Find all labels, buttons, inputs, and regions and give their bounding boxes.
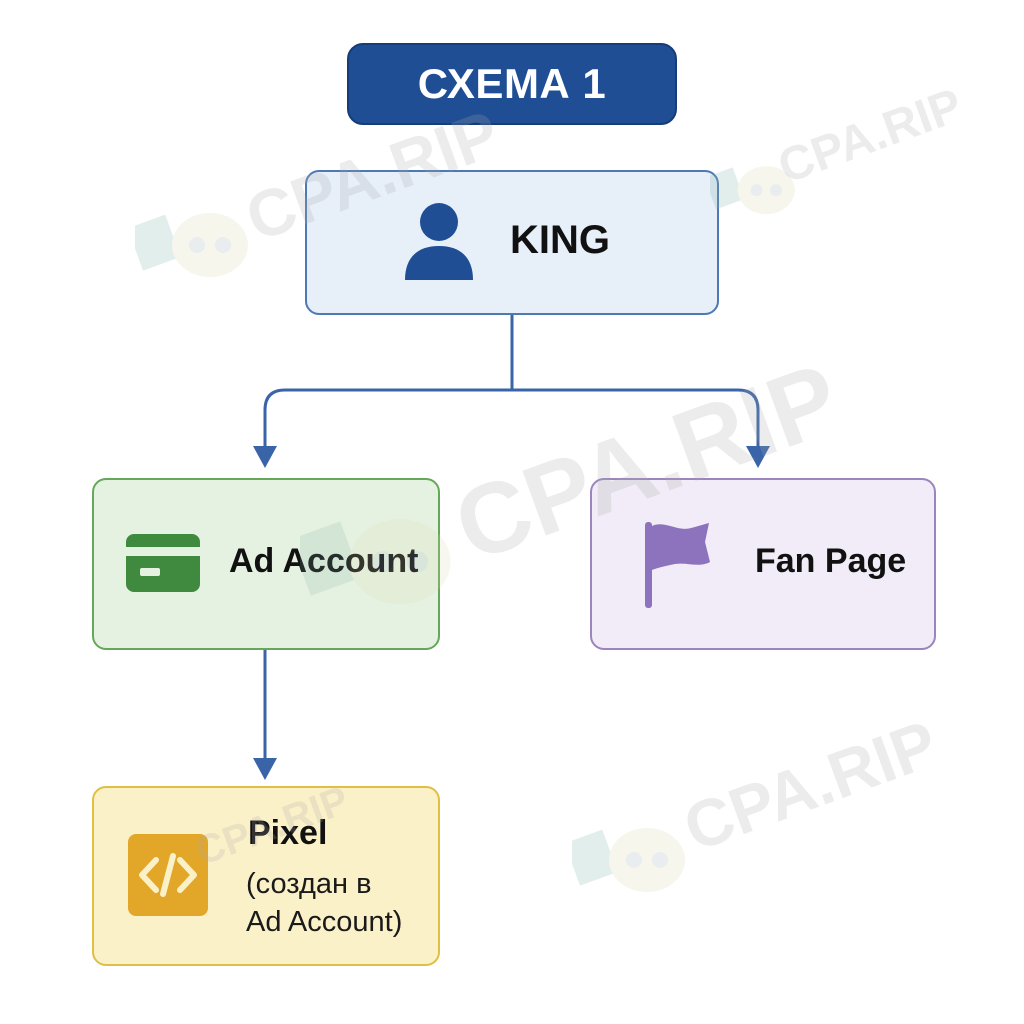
skull-icon (572, 828, 685, 892)
node-pixel-label: Pixel (248, 814, 328, 852)
node-pixel-note-line2: Ad Account) (246, 906, 403, 938)
connector-king-to-fan-page (512, 388, 760, 450)
node-ad-account-label: Ad Account (229, 542, 419, 580)
node-king (305, 170, 719, 315)
skull-icon (300, 519, 451, 605)
flag-icon (645, 522, 710, 608)
skull-icon (135, 213, 248, 277)
arrow-to-ad-account (253, 446, 277, 468)
credit-card-icon (126, 534, 200, 592)
node-fan-page (590, 478, 936, 650)
node-pixel-note-line1: (создан в (246, 868, 372, 900)
arrow-to-fan-page (746, 446, 770, 468)
node-king-label: KING (510, 218, 610, 262)
node-pixel-note: (создан в Ad Account) (246, 865, 402, 941)
user-icon (405, 203, 473, 280)
node-fan-page-label: Fan Page (755, 542, 907, 580)
arrow-to-pixel (253, 758, 277, 780)
connector-king-to-ad-account (263, 388, 512, 450)
diagram-title: СХЕМА 1 (347, 43, 677, 125)
code-icon (128, 834, 208, 916)
skull-icon (710, 166, 795, 215)
